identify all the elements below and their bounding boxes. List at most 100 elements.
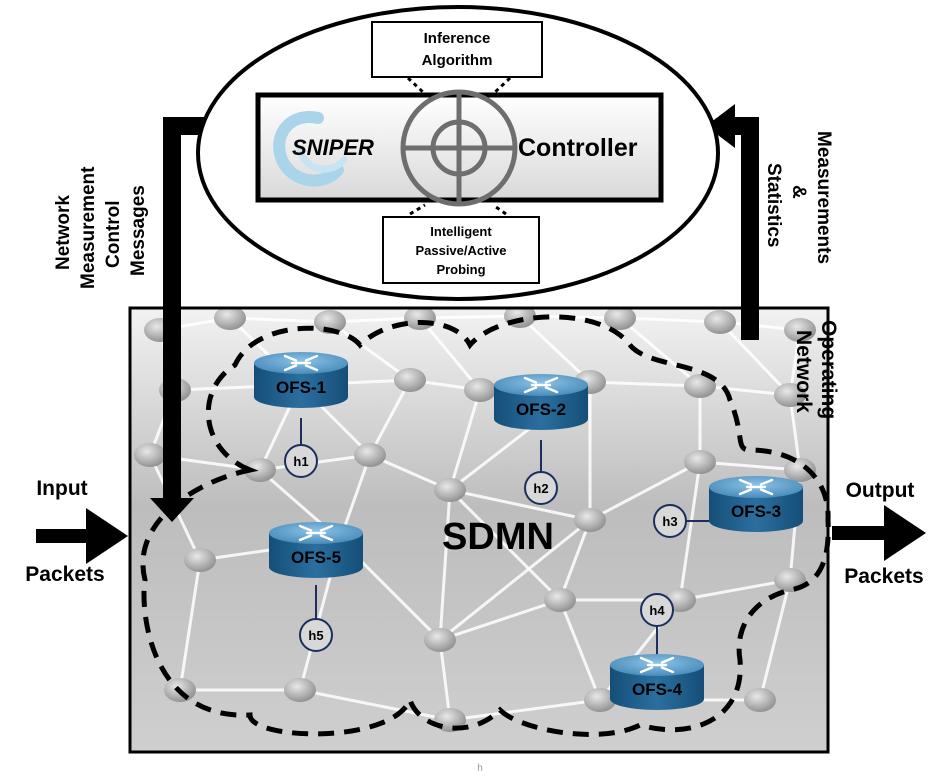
mesh-link bbox=[788, 394, 802, 471]
mesh-node bbox=[704, 310, 736, 334]
sniper-logo-icon bbox=[273, 111, 348, 187]
svg-text:Control: Control bbox=[103, 200, 124, 268]
operating-network-frame bbox=[128, 306, 830, 754]
router-arrows-icon bbox=[639, 656, 675, 674]
switch-ofs-5: OFS-5 bbox=[269, 522, 363, 578]
mesh-node bbox=[394, 368, 426, 392]
hosts: h1 h2 h3 h4 h5 bbox=[284, 444, 687, 652]
switch-label: OFS-2 bbox=[516, 400, 566, 419]
mesh-link bbox=[619, 316, 721, 324]
host-h4: h4 bbox=[640, 593, 674, 627]
mesh-link bbox=[418, 317, 482, 391]
svg-text:Passive/Active: Passive/Active bbox=[415, 243, 506, 258]
mesh-link bbox=[589, 460, 701, 522]
mesh-node bbox=[574, 508, 606, 532]
switch-label: OFS-1 bbox=[276, 378, 326, 397]
mesh-link bbox=[299, 688, 451, 722]
mesh-link bbox=[329, 320, 411, 382]
svg-text:Measurement: Measurement bbox=[78, 166, 99, 289]
mesh-link bbox=[178, 559, 202, 691]
mesh-node bbox=[284, 678, 316, 702]
host-h2: h2 bbox=[524, 471, 558, 505]
mesh-node bbox=[214, 308, 246, 330]
sdmn-label: SDMN bbox=[442, 516, 554, 558]
switch-ofs-1: OFS-1 bbox=[254, 352, 348, 408]
mesh-node bbox=[354, 443, 386, 467]
mesh-link bbox=[448, 389, 482, 491]
switch-label: OFS-5 bbox=[291, 548, 341, 567]
switch-ofs-4: OFS-4 bbox=[610, 654, 704, 710]
svg-text:Probing: Probing bbox=[436, 262, 485, 277]
mesh-node bbox=[134, 443, 166, 467]
input-arrow bbox=[36, 508, 128, 564]
svg-text:Algorithm: Algorithm bbox=[422, 52, 493, 69]
mesh-link bbox=[439, 518, 591, 642]
mesh-node bbox=[184, 548, 216, 572]
controller-bar: SNIPER Controller bbox=[255, 89, 664, 207]
switch-ofs-2: OFS-2 bbox=[494, 374, 588, 430]
mesh-link bbox=[438, 639, 452, 721]
svg-text:Network: Network bbox=[53, 195, 74, 270]
mesh-node bbox=[424, 628, 456, 652]
svg-text:&: & bbox=[788, 185, 809, 199]
mesh-node bbox=[684, 450, 716, 474]
mesh-link bbox=[368, 379, 412, 456]
mesh-node bbox=[584, 688, 616, 712]
switch-label: OFS-4 bbox=[632, 680, 683, 699]
sdmn-cloud-boundary bbox=[140, 314, 831, 737]
host-label: h5 bbox=[308, 628, 323, 643]
operating-network-label: Operating Network bbox=[792, 320, 840, 419]
router-arrows-icon bbox=[283, 354, 319, 372]
footer-mark: h bbox=[477, 763, 483, 774]
mesh-link bbox=[518, 314, 592, 384]
mesh-link bbox=[449, 698, 601, 722]
host-label: h4 bbox=[649, 603, 665, 618]
network-measurement-control-messages-label: Network Measurement Control Messages bbox=[53, 166, 149, 289]
output-arrow bbox=[832, 505, 926, 561]
mesh-node bbox=[604, 308, 636, 330]
output-packets-label: Packets bbox=[844, 565, 923, 588]
mesh-node bbox=[314, 310, 346, 334]
mesh-node bbox=[774, 383, 806, 407]
mesh-link bbox=[438, 489, 452, 641]
host-h1: h1 bbox=[284, 444, 318, 478]
host-h3: h3 bbox=[653, 504, 687, 538]
host-h5: h5 bbox=[299, 618, 333, 652]
mesh-link bbox=[718, 320, 792, 397]
host-label: h2 bbox=[533, 481, 548, 496]
mesh-link bbox=[758, 579, 792, 701]
svg-text:Inference: Inference bbox=[424, 30, 491, 47]
crosshair-icon bbox=[400, 89, 518, 207]
switch-label: OFS-3 bbox=[731, 502, 781, 521]
mesh-node bbox=[744, 688, 776, 712]
mesh-link bbox=[619, 316, 701, 388]
mesh-link bbox=[699, 460, 801, 472]
mesh-node bbox=[784, 318, 816, 342]
switch-ofs-3: OFS-3 bbox=[709, 476, 803, 532]
router-arrows-icon bbox=[523, 376, 559, 394]
router-arrows-icon bbox=[738, 478, 774, 496]
sniper-brand: SNIPER bbox=[292, 135, 374, 160]
svg-text:Statistics: Statistics bbox=[763, 163, 784, 247]
mesh-node bbox=[244, 458, 276, 482]
host-label: h3 bbox=[662, 514, 677, 529]
input-label: Input bbox=[36, 477, 87, 500]
mesh-link bbox=[229, 316, 331, 324]
mesh-link bbox=[419, 314, 521, 320]
measurements-arrow bbox=[706, 104, 759, 340]
mesh-link bbox=[558, 519, 592, 601]
host-label: h1 bbox=[293, 454, 308, 469]
mesh-node bbox=[544, 588, 576, 612]
mesh-node bbox=[434, 478, 466, 502]
mesh-node bbox=[464, 378, 496, 402]
mesh-node bbox=[684, 374, 716, 398]
svg-text:Operating: Operating bbox=[817, 320, 840, 419]
probing-box: Intelligent Passive/Active Probing bbox=[382, 216, 540, 284]
mesh-link bbox=[439, 598, 561, 642]
mesh-node bbox=[784, 458, 816, 482]
inference-algorithm-box: Inference Algorithm bbox=[371, 21, 543, 78]
mesh-link bbox=[449, 488, 591, 522]
controller-label: Controller bbox=[518, 134, 638, 162]
